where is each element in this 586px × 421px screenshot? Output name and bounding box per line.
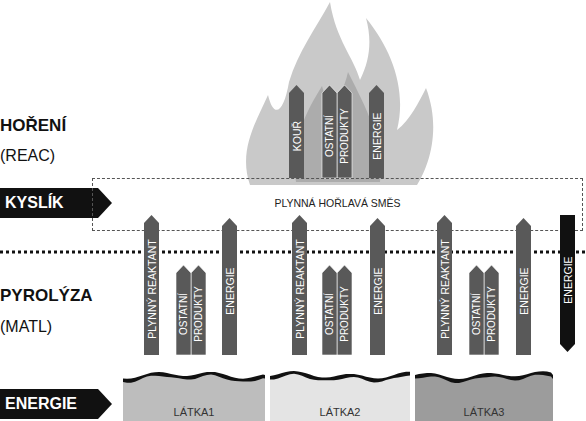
flame-inner xyxy=(295,72,381,182)
double-flow-arrow: OSTATNÍ PRODUKTY xyxy=(176,265,206,355)
tag-shape xyxy=(0,188,112,218)
node-text: PLYNNÁ HOŘLAVÁ SMĚS xyxy=(93,197,582,209)
section-heading: HOŘENÍ xyxy=(0,116,66,136)
flow-arrow: ENERGIE xyxy=(370,218,385,355)
node-text: KOUŘ xyxy=(289,95,304,176)
node-text: LÁTKA3 xyxy=(415,406,553,418)
arrow-shape xyxy=(560,215,575,352)
node-text: OSTATNÍ PRODUKTY xyxy=(469,283,499,345)
section-code: (REAC) xyxy=(0,146,55,165)
node-text: ENERGIE xyxy=(370,228,385,353)
arrow-shape xyxy=(516,218,531,355)
node-text: OSTATNÍ PRODUKTY xyxy=(322,283,352,345)
material-body xyxy=(415,375,553,421)
node-text: ENERGIE xyxy=(516,228,531,353)
node-text: PLYNNÝ REAKTANT xyxy=(144,225,159,353)
node-text: ENERGIE xyxy=(560,217,575,342)
material-body xyxy=(123,375,265,421)
node-text: KYSLÍK xyxy=(5,195,64,211)
node-text: PLYNNÝ REAKTANT xyxy=(292,225,307,353)
mixture-zone: PLYNNÁ HOŘLAVÁ SMĚS xyxy=(92,178,583,231)
node-text: PLYNNÝ REAKTANT xyxy=(437,225,452,353)
node-text: OSTATNÍ PRODUKTY xyxy=(322,105,352,167)
node-text: ENERGIE xyxy=(369,95,384,176)
input-tag: ENERGIE xyxy=(0,389,112,419)
flow-arrow: PLYNNÝ REAKTANT xyxy=(292,215,307,355)
flow-arrow: KOUŘ xyxy=(289,85,304,178)
arrow-shape xyxy=(289,85,304,178)
arrow-shape xyxy=(144,215,159,355)
material-block: LÁTKA2 xyxy=(270,370,410,421)
double-flow-arrow: OSTATNÍ PRODUKTY xyxy=(469,265,499,355)
flow-arrow: PLYNNÝ REAKTANT xyxy=(437,215,452,355)
input-tag: KYSLÍK xyxy=(0,188,112,218)
arrow-shape xyxy=(370,218,385,355)
section-code: (MATL) xyxy=(0,317,52,336)
node-text: LÁTKA2 xyxy=(270,406,410,418)
arrow-shape xyxy=(292,215,307,355)
flow-arrow-down: ENERGIE xyxy=(560,215,575,352)
double-flow-arrow: OSTATNÍ PRODUKTY xyxy=(322,265,352,355)
flow-arrow: ENERGIE xyxy=(369,85,384,178)
arrow-shape xyxy=(437,215,452,355)
arrow-shape xyxy=(369,85,384,178)
flow-arrow: ENERGIE xyxy=(516,218,531,355)
tag-shape xyxy=(0,389,112,419)
arrow-shape xyxy=(222,218,237,355)
flame-outer xyxy=(246,2,433,185)
flow-arrow: PLYNNÝ REAKTANT xyxy=(144,215,159,355)
material-block: LÁTKA1 xyxy=(123,370,265,421)
double-flow-arrow: OSTATNÍ PRODUKTY xyxy=(322,85,352,178)
node-text: OSTATNÍ PRODUKTY xyxy=(176,283,206,345)
material-body xyxy=(270,374,410,421)
node-text: ENERGIE xyxy=(222,228,237,353)
node-text: LÁTKA1 xyxy=(123,406,265,418)
section-heading: PYROLÝZA xyxy=(0,286,93,306)
node-text: ENERGIE xyxy=(5,396,77,412)
material-block: LÁTKA3 xyxy=(415,370,553,421)
flow-arrow: ENERGIE xyxy=(222,218,237,355)
